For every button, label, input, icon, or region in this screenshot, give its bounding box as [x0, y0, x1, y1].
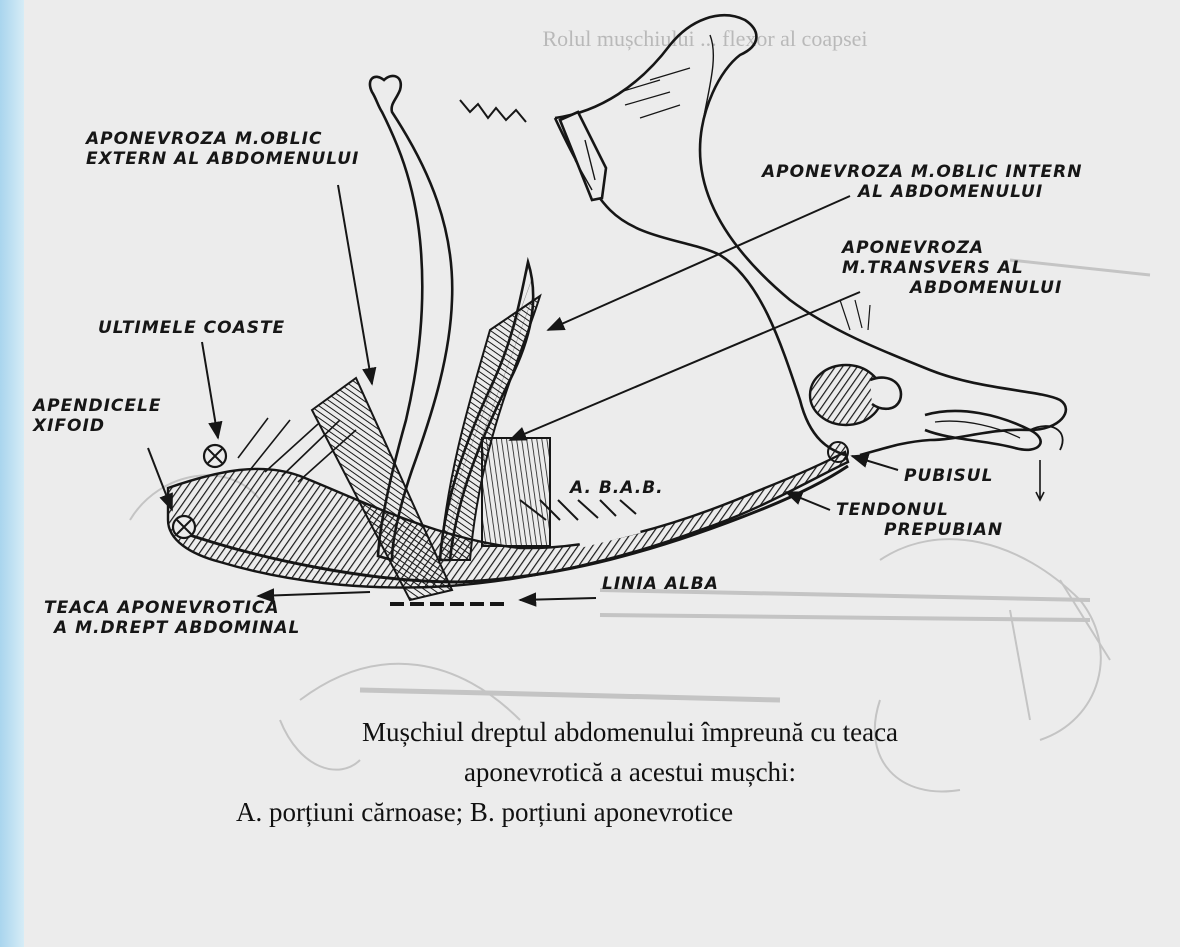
caption-line-3: A. porțiuni cărnoase; B. porțiuni aponev…	[190, 792, 1070, 832]
label-aponevroza-oblic-intern: APONEVROZA M.OBLIC INTERN AL ABDOMENULUI	[762, 162, 1082, 202]
label-ultimele-coaste: ULTIMELE COASTE	[98, 318, 285, 338]
label-teaca-aponevrotica: TEACA APONEVROTICA A M.DREPT ABDOMINAL	[44, 598, 300, 638]
caption-line-2: aponevrotică a acestui mușchi:	[190, 752, 1070, 792]
caption-line-1: Mușchiul dreptul abdomenului împreună cu…	[190, 712, 1070, 752]
label-linia-alba: LINIA ALBA	[602, 574, 719, 594]
label-aponevroza-oblic-extern: APONEVROZA M.OBLIC EXTERN AL ABDOMENULUI	[86, 129, 359, 169]
figure-caption: Mușchiul dreptul abdomenului împreună cu…	[190, 712, 1070, 832]
label-tendonul-prepubian: TENDONUL PREPUBIAN	[836, 500, 1003, 540]
label-aab: A. B.A.B.	[570, 478, 664, 498]
label-pubisul: PUBISUL	[904, 466, 993, 486]
label-apendicele-xifoid: APENDICELE XIFOID	[33, 396, 161, 436]
label-aponevroza-transvers: APONEVROZA M.TRANSVERS AL ABDOMENULUI	[842, 238, 1062, 298]
